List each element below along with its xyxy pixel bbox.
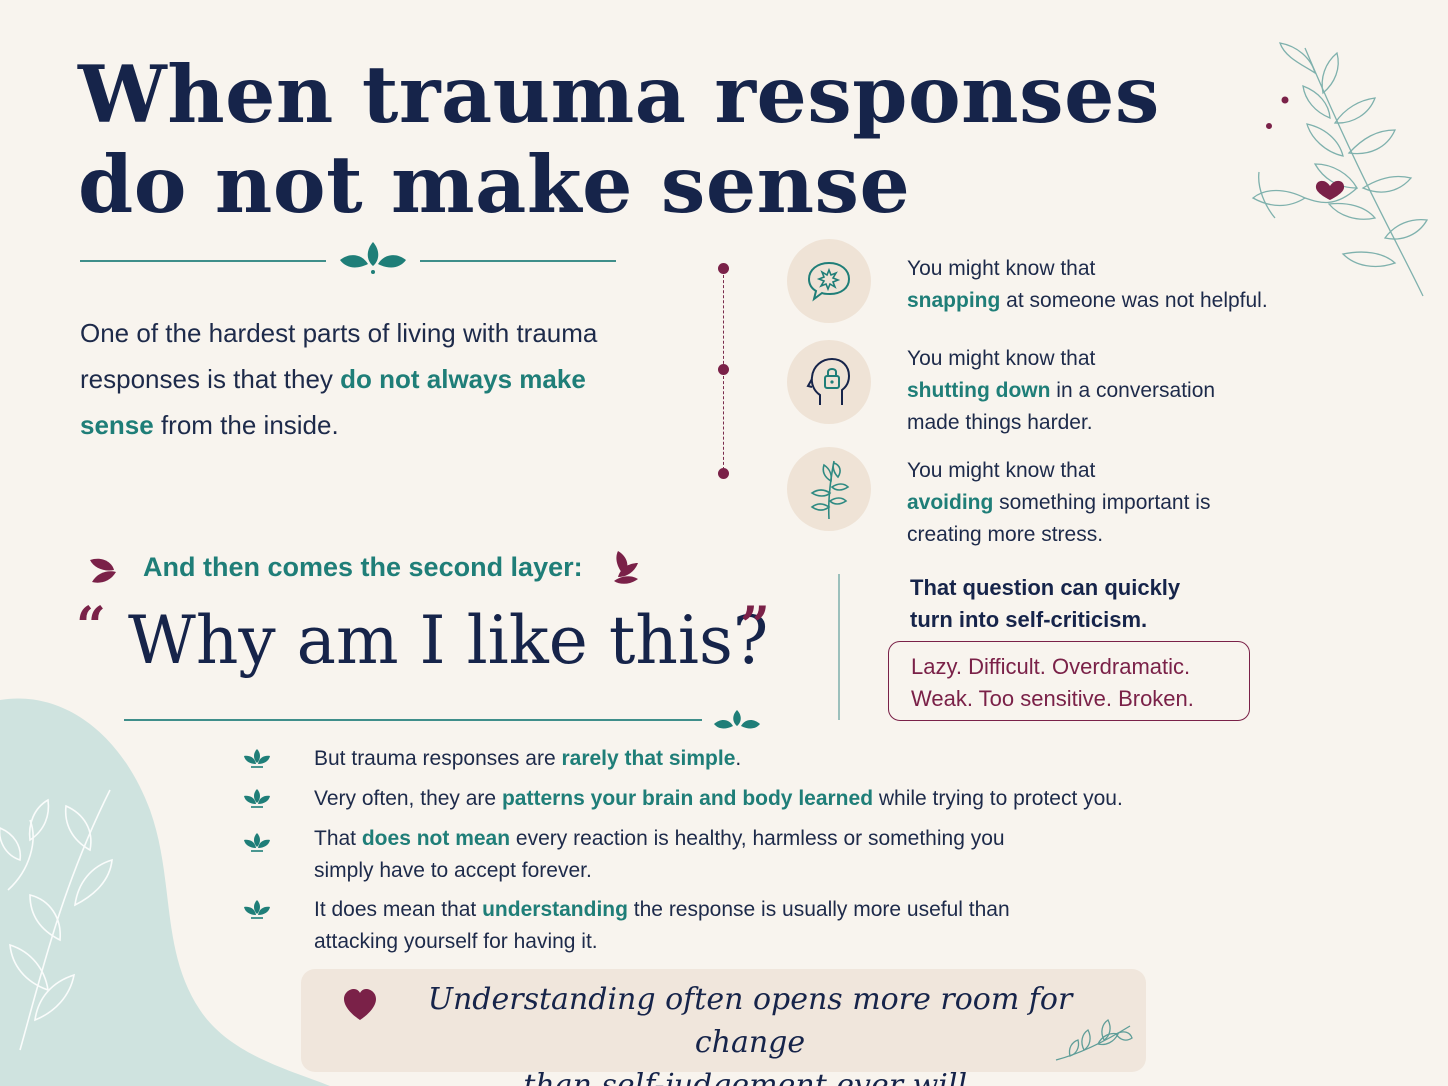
open-quote-mark: “ [76, 596, 106, 657]
self-criticism-line-2: turn into self-criticism. [910, 607, 1148, 632]
lotus-bullet-icon [244, 900, 270, 919]
item-snapping: You might know that snapping at someone … [907, 253, 1327, 317]
bullet-text: It does mean that [314, 898, 483, 921]
timeline-dot [718, 364, 729, 375]
item-avoiding: You might know that avoiding something i… [907, 455, 1247, 551]
item-prefix: You might know that [907, 257, 1096, 280]
title-divider-left [80, 260, 326, 262]
closing-quote-text: Understanding often opens more room for … [390, 978, 1110, 1086]
closing-quote-box [301, 969, 1146, 1072]
bullet-text: But trauma responses are [314, 747, 562, 770]
item-prefix: You might know that [907, 347, 1096, 370]
sage-blob-decoration [0, 698, 330, 1086]
item-emphasis: avoiding [907, 491, 994, 514]
second-layer-heading: And then comes the second layer: [143, 552, 583, 582]
bullet-text: . [735, 747, 742, 770]
item-emphasis: snapping [907, 289, 1001, 312]
bullet-text: while trying to protect you. [873, 787, 1123, 810]
item-prefix: You might know that [907, 459, 1096, 482]
closing-quote-line-1: Understanding often opens more room for … [427, 982, 1073, 1060]
self-criticism-line-1: That question can quickly [910, 575, 1181, 600]
leaf-sprig-icon [810, 460, 850, 520]
bullet-item: That does not mean every reaction is hea… [242, 823, 1172, 887]
head-lock-icon [806, 357, 851, 405]
item-suffix: in a conversation made things harder. [907, 379, 1216, 434]
bullet-emphasis: rarely that simple [561, 747, 736, 770]
bullet-item: But trauma responses are rarely that sim… [242, 743, 1172, 775]
speech-bubble-burst-icon [807, 261, 851, 302]
closing-quote-line-2: than self-judgement ever will. [523, 1068, 977, 1086]
head-lock-icon-circle [787, 340, 871, 424]
close-quote-mark: ” [740, 596, 770, 657]
item-emphasis: shutting down [907, 379, 1051, 402]
criticism-labels-box: Lazy. Difficult. Overdramatic. Weak. Too… [888, 641, 1250, 721]
leaf-left-icon [90, 558, 116, 583]
leaf-right-icon [614, 551, 638, 584]
title-line-2: do not make sense [78, 138, 911, 231]
bullet-emphasis: does not mean [361, 827, 511, 850]
sprig-decoration-icon [1055, 1019, 1133, 1061]
title-divider-right [420, 260, 616, 262]
heart-icon [344, 989, 376, 1020]
criticism-labels-line-2: Weak. Too sensitive. Broken. [911, 686, 1194, 711]
bullet-emphasis: understanding [482, 898, 628, 921]
self-criticism-heading: That question can quickly turn into self… [910, 572, 1180, 636]
timeline-dot [718, 468, 729, 479]
lotus-bullet-icon [244, 833, 270, 852]
bullet-text: the response is usually more useful than… [314, 898, 1010, 953]
lotus-bullet-icon [244, 789, 270, 808]
item-suffix: at someone was not helpful. [1000, 289, 1268, 312]
leaves-ornament-icon [340, 242, 406, 274]
criticism-labels-line-1: Lazy. Difficult. Overdramatic. [911, 654, 1191, 679]
item-suffix: something important is creating more str… [907, 491, 1211, 546]
bullet-text: Very often, they are [314, 787, 502, 810]
title-line-1: When trauma responses [78, 48, 1160, 141]
small-leaves-ornament-icon [714, 710, 760, 729]
question-divider [124, 719, 702, 721]
intro-text-end: from the inside. [153, 410, 339, 440]
bullet-text: That [314, 827, 362, 850]
bullet-emphasis: patterns your brain and body learned [501, 787, 874, 810]
bullet-item: Very often, they are patterns your brain… [242, 783, 1172, 815]
page-title: When trauma responses do not make sense [78, 48, 1160, 231]
vertical-divider [838, 574, 840, 720]
speech-bubble-icon-circle [787, 239, 871, 323]
question-heading: Why am I like this? [128, 602, 769, 679]
bullet-item: It does mean that understanding the resp… [242, 894, 1172, 958]
leaf-sprig-icon-circle [787, 447, 871, 531]
branch-decoration-icon [1251, 42, 1429, 297]
intro-emphasis: do not always make sense [80, 364, 586, 440]
bullet-text: every reaction is healthy, harmless or s… [314, 827, 1005, 882]
item-shutting-down: You might know that shutting down in a c… [907, 343, 1247, 439]
intro-text-start: One of the hardest parts of living with … [80, 318, 598, 394]
lotus-bullet-icon [244, 749, 270, 768]
intro-paragraph: One of the hardest parts of living with … [80, 310, 620, 448]
timeline-dot [718, 263, 729, 274]
